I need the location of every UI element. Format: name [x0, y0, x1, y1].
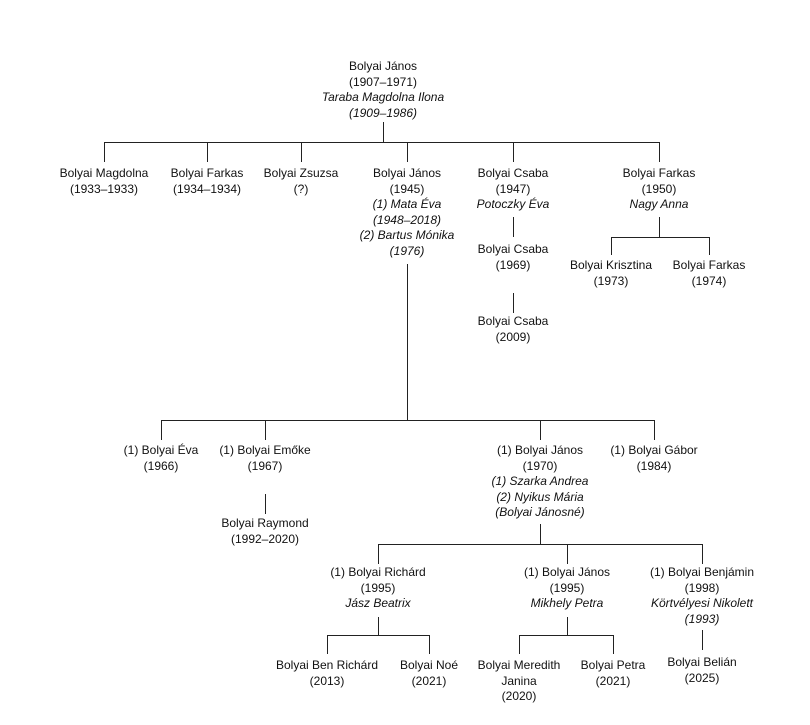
person-years: (1950) — [641, 181, 677, 196]
node-magdolna: Bolyai Magdolna (1933–1933) — [60, 166, 149, 197]
person-years: (1966) — [143, 458, 179, 473]
node-meredith: Bolyai Meredith Janina (2020) — [478, 658, 561, 705]
node-janos-1945: Bolyai János (1945) (1) Mata Éva (1948–2… — [360, 166, 455, 259]
person-name: (1) Bolyai Gábor — [610, 443, 698, 457]
spouse-line: (1) Mata Éva — [372, 197, 442, 211]
person-name: Bolyai Farkas — [672, 258, 746, 272]
person-name: Bolyai Meredith — [477, 658, 561, 672]
node-csaba-1947: Bolyai Csaba (1947) Potoczky Éva — [477, 166, 550, 213]
node-benjamin: (1) Bolyai Benjámin (1998) Körtvélyesi N… — [650, 565, 754, 627]
person-name: Bolyai Petra — [580, 658, 646, 672]
person-years: (1992–2020) — [230, 531, 300, 546]
person-name: Bolyai Noé — [399, 658, 459, 672]
node-janos-1995: (1) Bolyai János (1995) Mikhely Petra — [524, 565, 610, 612]
person-name: Bolyai Magdolna — [59, 166, 149, 180]
person-years: (2025) — [684, 670, 720, 685]
node-noe: Bolyai Noé (2021) — [400, 658, 458, 689]
spouse-line: (2) Nyikus Mária — [496, 489, 584, 504]
node-belian: Bolyai Belián (2025) — [667, 655, 736, 686]
person-name: Bolyai Ben Richárd — [275, 658, 379, 672]
person-name: Bolyai Csaba — [477, 314, 549, 328]
spouse-name: Mikhely Petra — [530, 596, 604, 610]
person-years: (1933–1933) — [69, 181, 139, 196]
person-years: (1967) — [247, 458, 283, 473]
node-farkas-1950: Bolyai Farkas (1950) Nagy Anna — [623, 166, 696, 213]
node-farkas-1934: Bolyai Farkas (1934–1934) — [171, 166, 244, 197]
person-name: Bolyai János — [348, 59, 418, 73]
node-raymond: Bolyai Raymond (1992–2020) — [221, 516, 308, 547]
spouse-name: Körtvélyesi Nikolett — [650, 596, 754, 610]
spouse-name: Nagy Anna — [629, 197, 689, 211]
person-years: (1984) — [636, 458, 672, 473]
node-janos-1970: (1) Bolyai János (1970) (1) Szarka Andre… — [492, 443, 589, 521]
node-zsuzsa: Bolyai Zsuzsa (?) — [264, 166, 339, 197]
spouse-name: Potoczky Éva — [476, 197, 550, 211]
person-name: Bolyai Krisztina — [569, 258, 653, 272]
person-years: (1998) — [684, 580, 720, 595]
person-name: (1) Bolyai János — [523, 565, 611, 579]
person-years: (1995) — [549, 580, 585, 595]
spouse-name: Jász Beatrix — [345, 596, 411, 610]
person-years: (2009) — [495, 329, 531, 344]
person-years: (?) — [293, 181, 309, 196]
node-krisztina: Bolyai Krisztina (1973) — [570, 258, 652, 289]
person-name: (1) Bolyai Éva — [123, 443, 199, 457]
person-years: (1945) — [389, 181, 425, 196]
spouse-line: (2) Bartus Mónika — [359, 228, 455, 242]
person-name: Bolyai Csaba — [477, 166, 549, 180]
spouse-line: (1976) — [389, 243, 425, 258]
person-name: Bolyai Raymond — [221, 516, 309, 530]
person-name: Bolyai János — [372, 166, 442, 180]
person-name: (1) Bolyai Emőke — [219, 443, 311, 457]
person-years: (1907–1971) — [348, 74, 418, 89]
person-years: (1973) — [593, 273, 629, 288]
node-farkas-1974: Bolyai Farkas (1974) — [673, 258, 746, 289]
person-name: Bolyai Belián — [667, 655, 737, 669]
person-name-line2: Janina — [501, 673, 537, 688]
person-name: (1) Bolyai Richárd — [330, 565, 426, 579]
person-name: Bolyai Csaba — [477, 242, 549, 256]
node-petra: Bolyai Petra (2021) — [581, 658, 646, 689]
person-name: Bolyai Farkas — [170, 166, 244, 180]
node-gabor: (1) Bolyai Gábor (1984) — [610, 443, 697, 474]
person-years: (1970) — [522, 458, 558, 473]
person-name: Bolyai Farkas — [622, 166, 696, 180]
person-name: (1) Bolyai Benjámin — [649, 565, 755, 579]
spouse-years: (1909–1986) — [348, 105, 418, 120]
node-eva: (1) Bolyai Éva (1966) — [124, 443, 199, 474]
spouse-name: Taraba Magdolna Ilona — [321, 90, 445, 104]
person-years: (2021) — [595, 673, 631, 688]
node-emoke: (1) Bolyai Emőke (1967) — [219, 443, 310, 474]
spouse-years: (1993) — [684, 611, 720, 626]
person-years: (2021) — [411, 673, 447, 688]
person-years: (1947) — [495, 181, 531, 196]
spouse-line: (1) Szarka Andrea — [491, 474, 589, 488]
spouse-line: (Bolyai Jánosné) — [495, 505, 585, 519]
person-years: (1995) — [360, 580, 396, 595]
person-name: (1) Bolyai János — [496, 443, 584, 457]
person-years: (1969) — [495, 257, 531, 272]
node-root: Bolyai János (1907–1971) Taraba Magdolna… — [322, 59, 444, 121]
person-years: (1934–1934) — [172, 181, 242, 196]
person-years: (2020) — [501, 689, 537, 703]
person-name: Bolyai Zsuzsa — [263, 166, 339, 180]
node-richard: (1) Bolyai Richárd (1995) Jász Beatrix — [330, 565, 425, 612]
person-years: (2013) — [309, 673, 345, 688]
node-csaba-1969: Bolyai Csaba (1969) — [478, 242, 549, 273]
person-years: (1974) — [691, 273, 727, 288]
spouse-line: (1948–2018) — [372, 212, 442, 227]
node-csaba-2009: Bolyai Csaba (2009) — [478, 314, 549, 345]
node-ben-richard: Bolyai Ben Richárd (2013) — [276, 658, 378, 689]
